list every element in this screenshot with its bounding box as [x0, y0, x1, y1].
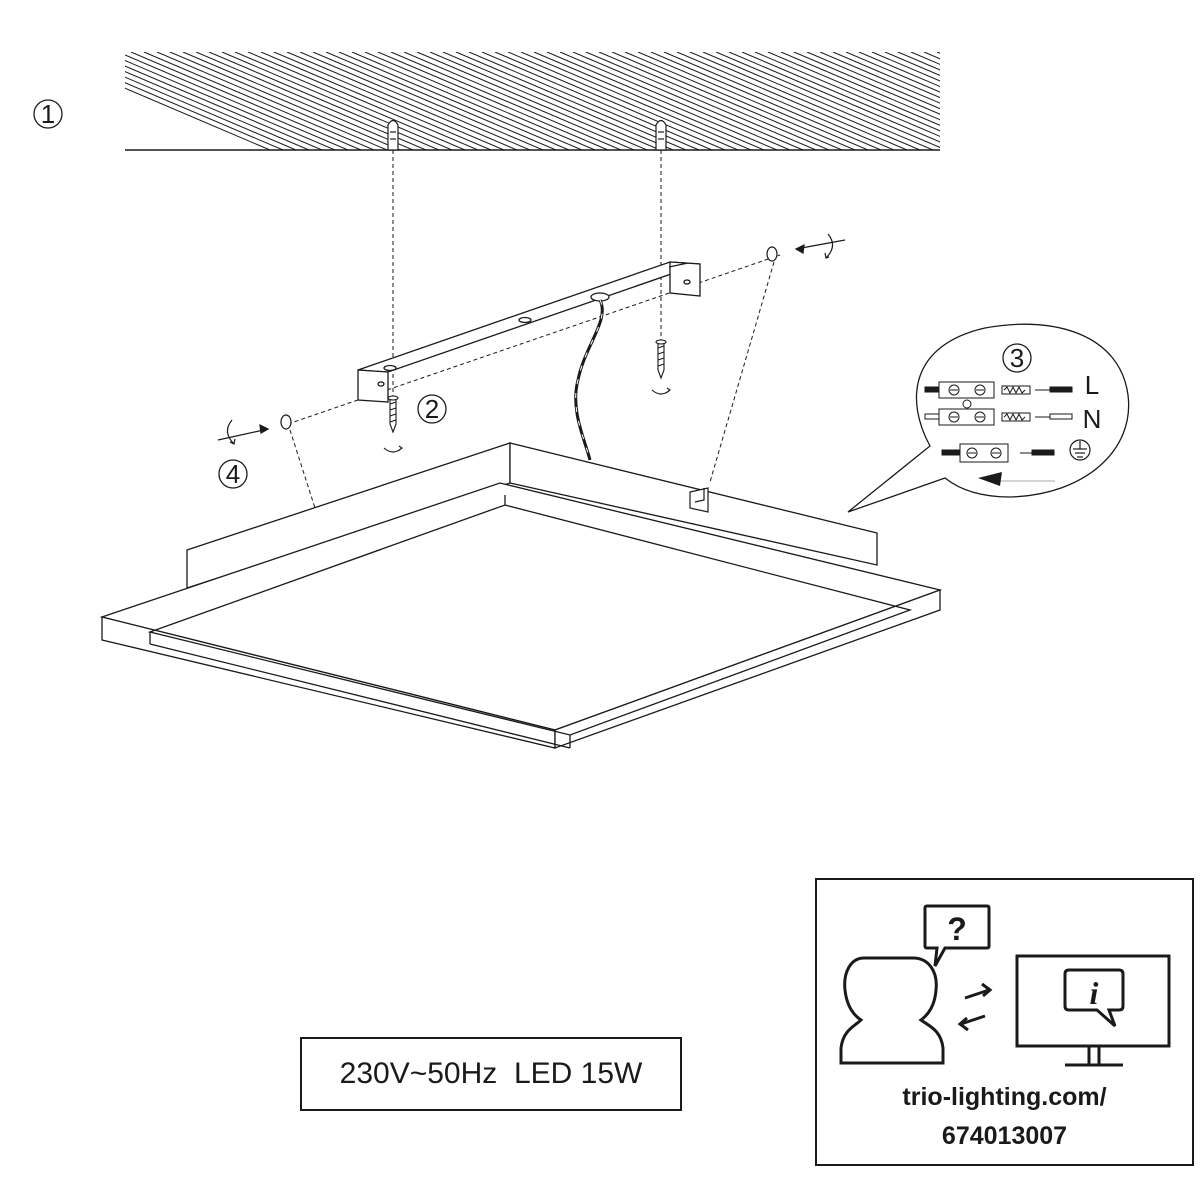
ground-icon	[1069, 439, 1091, 461]
support-url[interactable]: trio-lighting.com/	[902, 1083, 1107, 1111]
monitor-info-icon	[1015, 954, 1171, 1067]
wall-plug-left	[387, 119, 399, 151]
live-label: L	[1085, 370, 1099, 400]
led-panel	[99, 442, 943, 749]
terminal-earth	[941, 443, 1055, 463]
step-4-label: 4	[226, 459, 240, 489]
terminal-live	[924, 381, 1073, 399]
svg-text:?: ?	[947, 911, 967, 947]
product-code: 674013007	[941, 1122, 1068, 1150]
panel-hook	[689, 487, 709, 513]
electrical-spec-text: 230V~50Hz LED 15W	[339, 1057, 643, 1090]
svg-text:i: i	[1090, 975, 1099, 1011]
person-icon	[839, 956, 945, 1065]
support-icons: ? i	[839, 904, 1171, 1067]
neutral-label: N	[1083, 404, 1102, 434]
insert-arrow	[978, 472, 1055, 486]
ceiling	[125, 52, 940, 151]
step-1-label: 1	[41, 99, 55, 129]
support-info-box: ? i trio-lighting.com/ 674013007	[815, 878, 1194, 1166]
screw-right	[651, 339, 671, 395]
wiring-callout: 3 L N	[847, 323, 1130, 513]
terminal-neutral	[924, 399, 1073, 426]
exchange-arrows-icon	[957, 982, 993, 1032]
wall-plug-right	[655, 119, 667, 151]
step-2-marker: 2	[417, 394, 447, 424]
screw-left	[383, 395, 403, 453]
fixing-screw-right	[766, 233, 846, 262]
step-4-marker: 4	[218, 459, 248, 489]
step-3-label: 3	[1010, 343, 1024, 373]
fixing-screw-left	[217, 414, 292, 445]
step-2-label: 2	[425, 394, 439, 424]
question-bubble-icon: ?	[923, 904, 991, 967]
mounting-bracket	[357, 261, 701, 403]
electrical-spec-box: 230V~50Hz LED 15W	[300, 1037, 682, 1111]
step-1-marker: 1	[33, 99, 63, 129]
